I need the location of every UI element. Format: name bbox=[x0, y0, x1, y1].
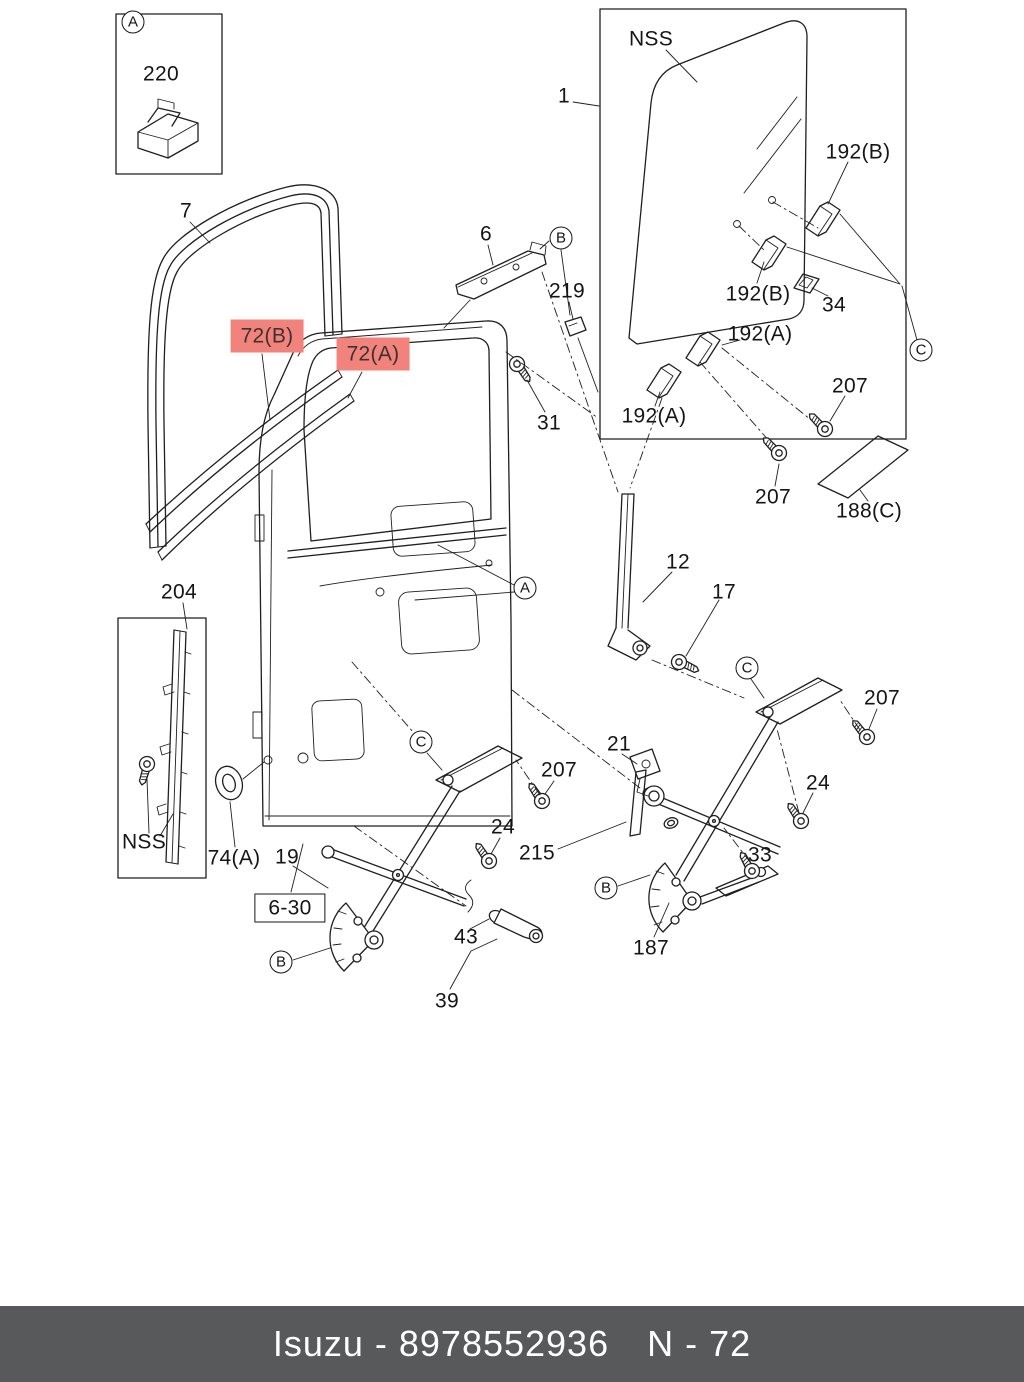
regulator-187 bbox=[557, 677, 879, 938]
part-label-1-7: 1 bbox=[558, 84, 570, 108]
part-label-33-31: 33 bbox=[748, 843, 772, 867]
footer-page-ref: N - 72 bbox=[647, 1323, 752, 1364]
part-label-192b-9: 192(B) bbox=[825, 140, 891, 164]
channel-204-box bbox=[117, 602, 207, 879]
regulator-19 bbox=[292, 745, 555, 990]
seal-7-and-runs-72 bbox=[145, 184, 363, 561]
callout-c-2: C bbox=[909, 338, 933, 362]
callout-c-5: C bbox=[409, 730, 433, 754]
part-label-12-22: 12 bbox=[666, 550, 690, 574]
guide-channel-12 bbox=[607, 493, 720, 678]
screw-31 bbox=[505, 352, 546, 413]
bracket-6 bbox=[443, 240, 550, 329]
part-label-39-29: 39 bbox=[435, 989, 459, 1013]
part-label-192a-13: 192(A) bbox=[621, 404, 687, 428]
part-label-17-23: 17 bbox=[712, 580, 736, 604]
part-label-nss-8: NSS bbox=[628, 27, 674, 51]
part-label-192b-10: 192(B) bbox=[725, 282, 791, 306]
callout-b-1: B bbox=[549, 226, 573, 250]
glass-assembly-box bbox=[505, 8, 918, 502]
callout-a-0: A bbox=[121, 10, 145, 34]
part-label-188c-16: 188(C) bbox=[836, 499, 902, 523]
part-label-24-27: 24 bbox=[491, 815, 515, 839]
part-label-24-32: 24 bbox=[806, 771, 830, 795]
part-label-72a-3: 72(A) bbox=[336, 337, 410, 371]
part-label-207-14: 207 bbox=[832, 374, 868, 398]
callout-c-4: C bbox=[735, 656, 759, 680]
part-label-21-24: 21 bbox=[607, 732, 631, 756]
part-label-6-4: 6 bbox=[480, 222, 492, 246]
callout-b-6: B bbox=[594, 876, 618, 900]
part-label-630-21: 6-30 bbox=[254, 893, 326, 923]
part-label-220-0: 220 bbox=[143, 62, 179, 86]
footer-part-number: Isuzu - 8978552936 bbox=[272, 1323, 610, 1364]
part-label-204-17: 204 bbox=[161, 580, 197, 604]
part-label-192a-12: 192(A) bbox=[727, 322, 793, 346]
part-label-31-6: 31 bbox=[537, 411, 561, 435]
footer-bar: Isuzu - 8978552936 N - 72 bbox=[0, 1306, 1024, 1382]
part-label-215-25: 215 bbox=[519, 841, 555, 865]
part-label-187-30: 187 bbox=[633, 936, 669, 960]
part-label-207-33: 207 bbox=[864, 686, 900, 710]
part-label-nss-18: NSS bbox=[121, 830, 167, 854]
grommet-74a bbox=[214, 761, 265, 848]
part-label-219-5: 219 bbox=[549, 279, 585, 303]
part-label-43-28: 43 bbox=[454, 925, 478, 949]
part-label-19-20: 19 bbox=[275, 845, 299, 869]
part-label-207-15: 207 bbox=[755, 485, 791, 509]
part-label-74a-19: 74(A) bbox=[207, 846, 261, 870]
callout-a-3: A bbox=[513, 576, 537, 600]
inset-box-220 bbox=[115, 13, 223, 175]
part-label-72b-2: 72(B) bbox=[230, 319, 304, 353]
callout-b-7: B bbox=[269, 950, 293, 974]
part-label-207-26: 207 bbox=[541, 758, 577, 782]
part-label-34-11: 34 bbox=[822, 293, 846, 317]
construction-lines bbox=[351, 271, 745, 789]
clip-219 bbox=[560, 249, 599, 393]
part-label-7-1: 7 bbox=[180, 199, 192, 223]
